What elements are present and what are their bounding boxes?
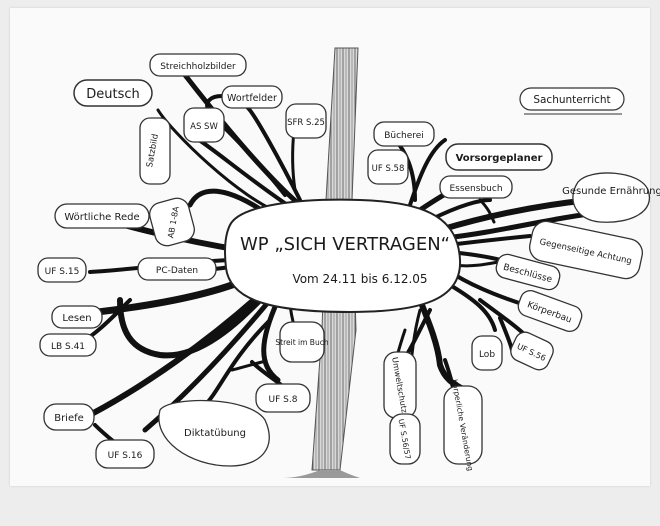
svg-text:Diktatübung: Diktatübung xyxy=(184,428,246,439)
svg-text:Wörtliche Rede: Wörtliche Rede xyxy=(64,212,139,223)
central-topic: WP „SICH VERTRAGEN“ Vom 24.11 bis 6.12.0… xyxy=(225,200,460,312)
central-title: WP „SICH VERTRAGEN“ xyxy=(240,234,450,255)
node-pc-daten: PC-Daten xyxy=(138,258,216,280)
node-koerperbau: Körperbau xyxy=(515,288,584,334)
svg-text:Gesunde Ernährung: Gesunde Ernährung xyxy=(562,186,660,197)
subject-deutsch: Deutsch xyxy=(74,80,152,106)
node-lb: LB S.41 xyxy=(40,334,96,356)
node-sfr: SFR S.25 xyxy=(286,104,326,138)
node-vorsorge: Vorsorgeplaner xyxy=(446,144,552,170)
svg-text:UF S.58: UF S.58 xyxy=(372,164,405,174)
node-woertliche-rede: Wörtliche Rede xyxy=(55,204,149,228)
subject-sachunterricht-label: Sachunterricht xyxy=(533,94,610,106)
node-uf-s8: UF S.8 xyxy=(256,384,310,412)
node-uf: UF S.15 xyxy=(38,258,86,282)
svg-text:UF S.16: UF S.16 xyxy=(108,451,143,461)
node-uf-s16: UF S.16 xyxy=(96,440,154,468)
svg-text:LB S.41: LB S.41 xyxy=(51,342,85,352)
svg-text:Streit im Buch: Streit im Buch xyxy=(275,338,328,347)
node-diktatuebung: Diktatübung xyxy=(159,401,269,466)
svg-text:AS SW: AS SW xyxy=(190,122,218,132)
svg-text:Essensbuch: Essensbuch xyxy=(449,184,502,194)
node-wortfelder: Wortfelder xyxy=(222,86,282,108)
node-umweltschutz: Umweltschutz xyxy=(384,352,416,418)
svg-text:Wortfelder: Wortfelder xyxy=(227,93,277,104)
svg-text:SFR S.25: SFR S.25 xyxy=(287,118,325,128)
subject-sachunterricht: Sachunterricht xyxy=(520,88,624,114)
node-uf-s58: UF S.58 xyxy=(368,150,408,184)
central-dates: Vom 24.11 bis 6.12.05 xyxy=(292,272,427,286)
svg-text:UF S.15: UF S.15 xyxy=(45,267,80,277)
node-streit: Streit im Buch xyxy=(275,322,328,362)
node-essensbuch: Essensbuch xyxy=(440,176,512,198)
svg-text:Lob: Lob xyxy=(479,350,495,360)
svg-text:Briefe: Briefe xyxy=(54,413,84,424)
svg-text:Lesen: Lesen xyxy=(62,313,91,324)
node-briefe: Briefe xyxy=(44,404,94,430)
node-koerperlich: Körperliche Veränderung xyxy=(444,378,482,471)
node-satzbild: Satzbild xyxy=(140,118,170,184)
node-as-sw: AS SW xyxy=(184,108,224,142)
subject-deutsch-label: Deutsch xyxy=(86,87,140,102)
node-lob: Lob xyxy=(472,336,502,370)
node-uf-s56: UF S.56 xyxy=(508,329,557,373)
node-buecherei: Bücherei xyxy=(374,122,434,146)
node-uf-s56b: UF S.56/57 xyxy=(390,414,420,464)
svg-text:Vorsorgeplaner: Vorsorgeplaner xyxy=(456,153,543,164)
svg-text:UF S.8: UF S.8 xyxy=(269,395,298,405)
svg-text:Streichholzbilder: Streichholzbilder xyxy=(160,62,236,72)
svg-text:PC-Daten: PC-Daten xyxy=(156,266,198,276)
node-lesen: Lesen xyxy=(52,306,102,328)
node-streichholzbilder: Streichholzbilder xyxy=(150,54,246,76)
svg-text:Bücherei: Bücherei xyxy=(384,131,424,141)
